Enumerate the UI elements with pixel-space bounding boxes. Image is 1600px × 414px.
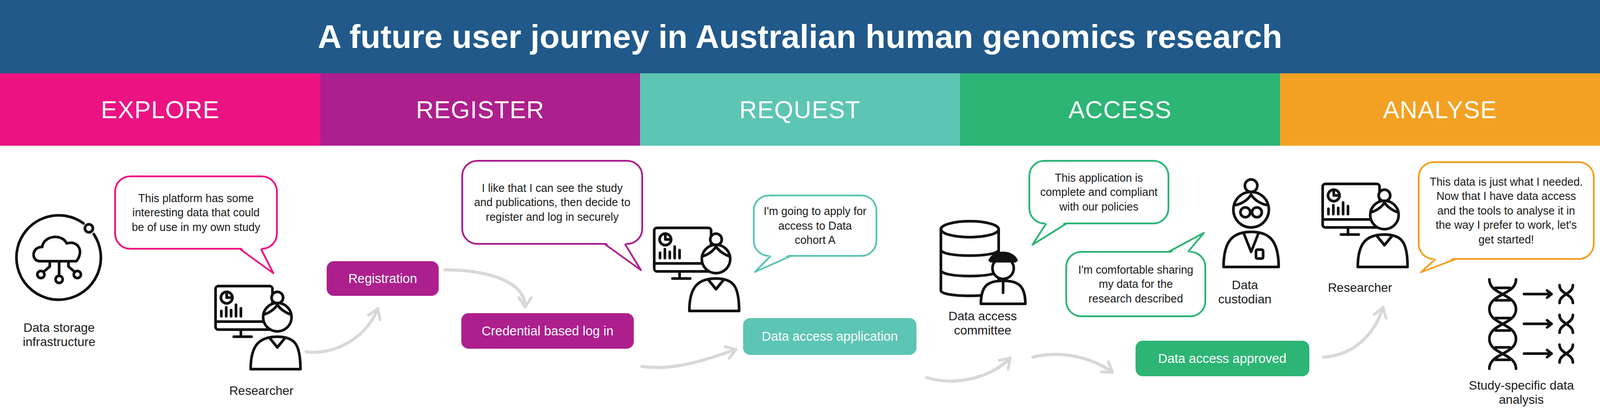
speech-bubble: This data is just what I needed. Now tha…	[1417, 161, 1595, 260]
node-text: Data access approved	[1158, 351, 1287, 367]
step-box: Data access application	[743, 318, 917, 356]
flow-arrow-part	[1323, 307, 1384, 358]
speech-bubble: I like that I can see the study and publ…	[461, 160, 644, 245]
dna-analysis-icon-part	[1489, 279, 1516, 369]
database-officer-icon-part	[940, 249, 999, 277]
database-officer-icon-part	[991, 260, 1016, 263]
cloud-storage-icon-part	[57, 261, 61, 276]
researcher-icon	[1322, 184, 1408, 268]
node-text: I'm comfortable sharing my data for the …	[1076, 262, 1196, 307]
flow-arrow-part	[1032, 354, 1113, 373]
phase-band: REGISTER	[320, 73, 640, 146]
flow-arrow-part	[306, 308, 378, 353]
dna-analysis-icon-part	[1524, 290, 1552, 298]
icon-caption: Researcher	[205, 384, 317, 399]
speech-bubble: I'm comfortable sharing my data for the …	[1065, 251, 1207, 318]
bubble-tail-outline	[1032, 223, 1067, 245]
custodian-icon-part	[1240, 207, 1251, 218]
title-bar: A future user journey in Australian huma…	[0, 0, 1600, 74]
connector-line	[641, 349, 736, 368]
bubble-tail-fill	[239, 246, 274, 274]
database-officer-icon-part	[989, 253, 1017, 261]
custodian-icon-part	[1256, 249, 1264, 259]
custodian-icon	[1223, 179, 1279, 268]
bubble-tail-outline	[1168, 232, 1204, 252]
custodian-icon-part	[1233, 192, 1269, 228]
step-box: Credential based log in	[461, 313, 634, 349]
phase-band: EXPLORE	[0, 73, 321, 146]
node-text: This data is just what I needed. Now tha…	[1428, 174, 1584, 248]
bubble-tail-outline	[239, 248, 274, 274]
node-text: I'm going to apply for access to Data co…	[763, 204, 867, 248]
custodian-icon-part	[1252, 207, 1262, 218]
speech-bubble: I'm going to apply for access to Data co…	[752, 194, 878, 257]
dna-analysis-icon-part	[1524, 350, 1552, 358]
node-text: REQUEST	[739, 95, 861, 124]
flow-arrow	[306, 307, 1384, 382]
phase-band: REQUEST	[640, 73, 960, 146]
cloud-storage-icon-part	[73, 271, 81, 279]
cloud-storage-icon-part	[84, 224, 93, 233]
node-text: REGISTER	[416, 95, 545, 124]
custodian-icon-part	[1244, 179, 1258, 192]
icon-caption: Study-specific data analysis	[1454, 378, 1588, 408]
diagram-title: A future user journey in Australian huma…	[317, 17, 1283, 56]
bubble-tail-outline	[755, 256, 792, 272]
flow-connector	[641, 349, 736, 368]
node-text: Data access application	[761, 329, 898, 344]
bubble-tail-fill	[1032, 221, 1067, 245]
dna-analysis-icon-part	[1495, 288, 1510, 360]
researcher-icon	[215, 286, 301, 370]
node-text: Registration	[348, 271, 418, 287]
icon-caption: Researcher	[1304, 280, 1416, 296]
cloud-storage-icon-part	[55, 276, 63, 284]
step-box: Data access approved	[1135, 340, 1310, 377]
database-officer-icon-part	[940, 221, 999, 238]
cloud-storage-icon-part	[33, 236, 80, 262]
cloud-storage-icon-part	[37, 271, 45, 279]
cloud-storage-icon-part	[43, 261, 50, 272]
custodian-icon-part	[1250, 211, 1252, 214]
dna-analysis-icon-part	[1559, 344, 1573, 363]
icon-caption: Data custodian	[1207, 278, 1283, 307]
speech-bubble: This platform has some interesting data …	[114, 175, 278, 250]
connector-line	[444, 270, 526, 308]
bubble-tail-fill	[604, 241, 641, 271]
bubble-tail-fill	[1168, 232, 1204, 255]
database-officer-icon	[940, 221, 1026, 304]
node-text: Credential based log in	[481, 324, 614, 339]
step-box: Registration	[326, 261, 439, 296]
bubble-tail-outline	[1420, 259, 1456, 273]
custodian-icon-part	[1223, 232, 1279, 268]
database-officer-icon-part	[1001, 281, 1005, 293]
dna-analysis-icon-part	[1489, 279, 1516, 369]
node-text: ANALYSE	[1383, 95, 1498, 124]
speech-bubble: This application is complete and complia…	[1028, 160, 1170, 225]
node-text: EXPLORE	[100, 95, 220, 124]
researcher-icon	[654, 228, 740, 312]
node-text: I like that I can see the study and publ…	[472, 180, 633, 225]
cloud-storage-icon-part	[68, 261, 75, 272]
flow-connector	[444, 270, 526, 308]
flow-arrow-part	[926, 358, 1011, 382]
dna-analysis-icon-part	[1559, 315, 1573, 333]
node-text: This platform has some interesting data …	[124, 191, 268, 235]
custodian-icon-part	[1234, 194, 1268, 206]
bubble-tail-fill	[1420, 256, 1456, 273]
node-text: ACCESS	[1068, 95, 1172, 124]
cloud-storage-icon	[16, 215, 101, 300]
phase-band: ANALYSE	[1280, 73, 1600, 146]
phase-band: ACCESS	[960, 73, 1280, 146]
node-text: This application is complete and complia…	[1039, 170, 1159, 215]
dna-analysis-icon-part	[1559, 285, 1573, 304]
bubble-tail-fill	[755, 253, 792, 272]
database-officer-icon-part	[980, 280, 1026, 304]
dna-analysis-icon-part	[1524, 320, 1552, 328]
dna-analysis-icon	[1489, 279, 1573, 369]
icon-caption: Data storage infrastructure	[8, 320, 111, 350]
bubble-tail-outline	[604, 244, 641, 271]
cloud-storage-icon-part	[16, 215, 101, 300]
icon-caption: Data access committee	[931, 309, 1034, 338]
